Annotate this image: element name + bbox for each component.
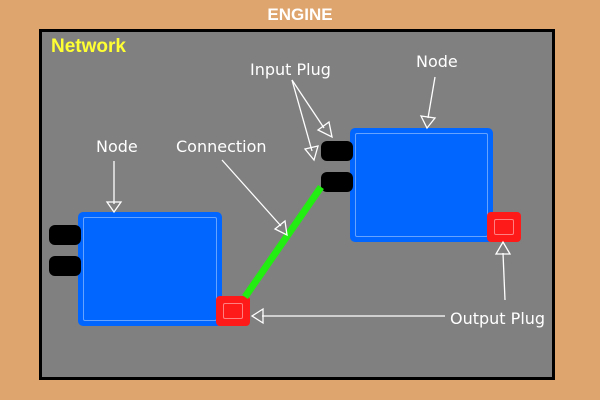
label-input-plug: Input Plug (250, 60, 331, 79)
arrow-input-plug-2 (291, 79, 313, 152)
output-plug-inner (223, 303, 243, 319)
arrowhead (105, 201, 123, 214)
node-left-output-plug[interactable] (216, 296, 250, 326)
annotation-arrows (105, 76, 512, 325)
arrowhead (316, 120, 333, 139)
label-output-plug: Output Plug (450, 309, 546, 328)
node-right-output-plug[interactable] (487, 212, 521, 242)
arrowhead (273, 219, 288, 237)
node-right[interactable] (350, 128, 493, 242)
engine-title: ENGINE (267, 5, 333, 24)
label-node-right: Node (416, 52, 458, 71)
connection-wire[interactable] (242, 185, 324, 299)
arrowhead (303, 145, 319, 162)
arrow-input-plug-1 (291, 79, 325, 129)
label-connection: Connection (176, 137, 267, 156)
node-left[interactable] (78, 212, 222, 326)
node-left-input-plug-1[interactable] (49, 225, 81, 245)
node-left-input-plug-2[interactable] (49, 256, 81, 276)
arrow-node-right (427, 76, 436, 119)
node-right-input-plug-1[interactable] (321, 141, 353, 161)
node-right-input-plug-2[interactable] (321, 172, 353, 192)
node-right-inner-border (355, 133, 488, 237)
arrow-connection (221, 159, 282, 227)
arrow-output-plug-right (502, 252, 506, 301)
node-left-inner-border (83, 217, 217, 321)
arrowhead (419, 115, 437, 130)
output-plug-inner (494, 219, 514, 235)
network-label: Network (51, 36, 126, 57)
arrowhead (494, 240, 512, 255)
arrowhead (250, 307, 264, 325)
label-node-left: Node (96, 137, 138, 156)
